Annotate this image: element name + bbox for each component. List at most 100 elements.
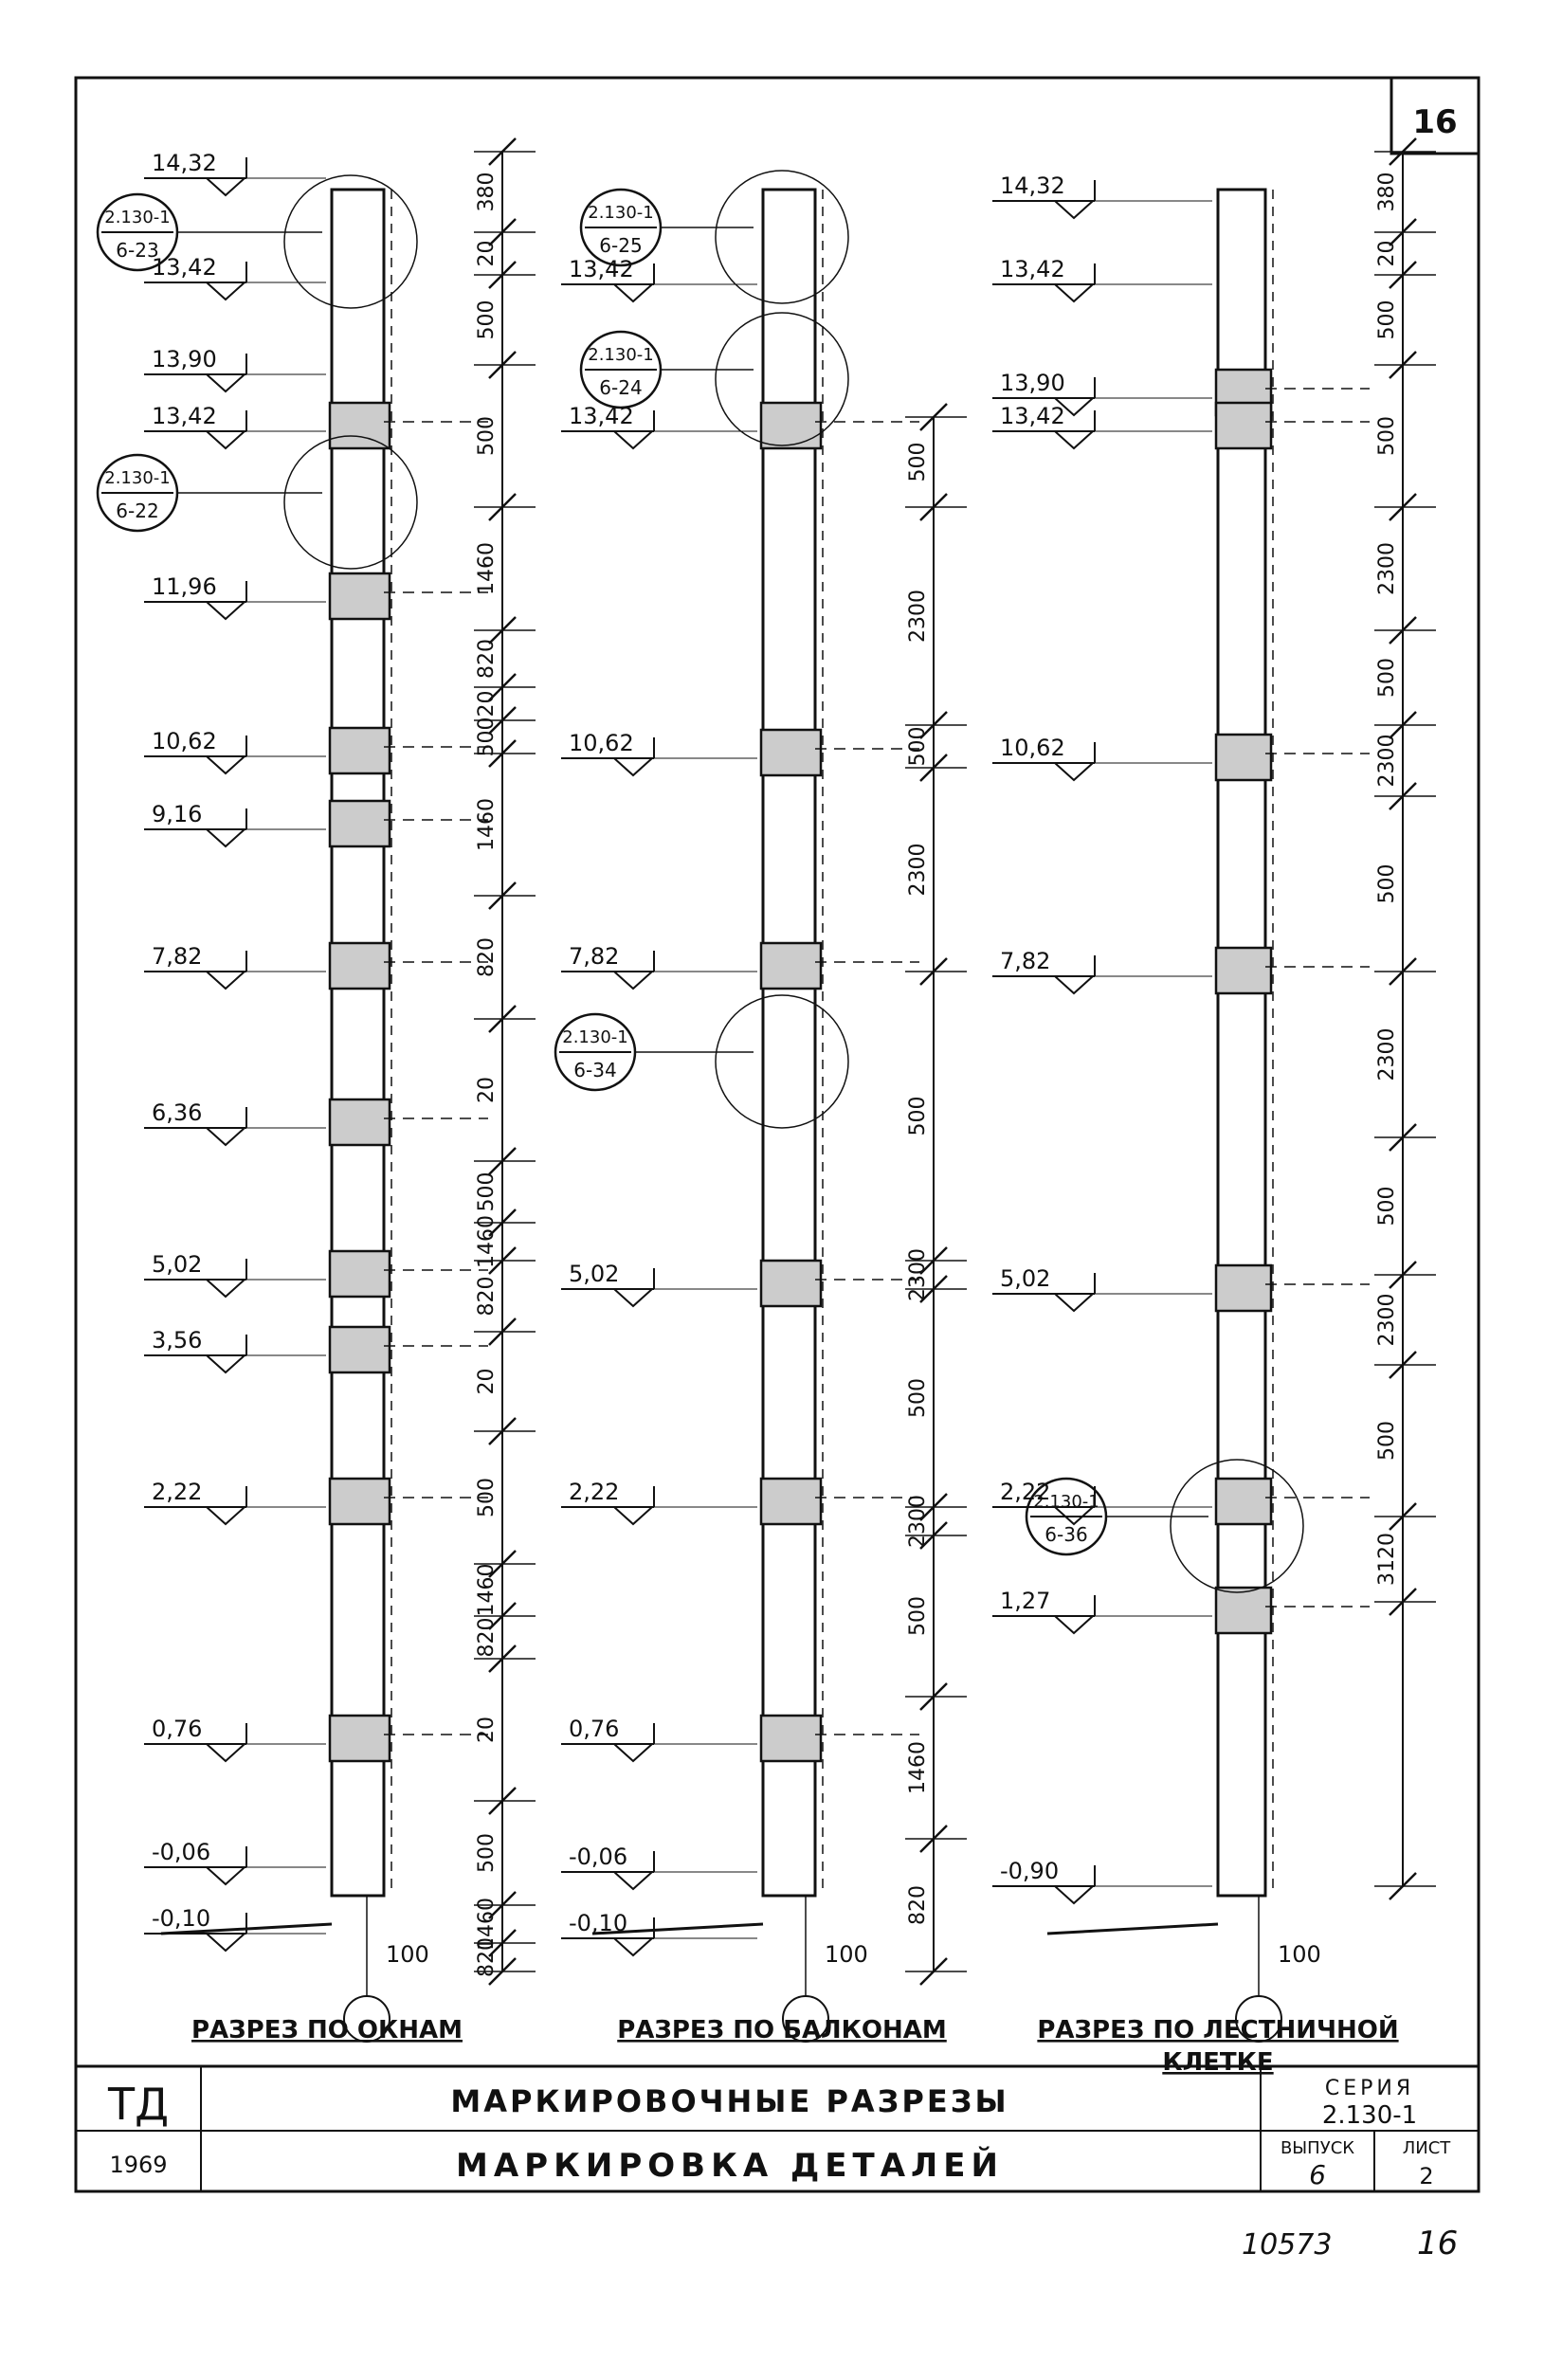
dimension-value: 20 [1375, 241, 1399, 267]
callout-series: 2.130-1 [1033, 1492, 1099, 1512]
level-triangle [206, 1866, 245, 1886]
title-2: МАРКИРОВКА ДЕТАЛЕЙ [456, 2146, 1004, 2185]
callout-detail: 6-23 [116, 239, 158, 262]
wall-section [761, 188, 817, 1898]
level-mark: -0,06 [569, 1844, 627, 1870]
dimension-value: 20 [475, 1369, 499, 1395]
level-mark: -0,90 [1000, 1858, 1059, 1884]
slab-block [328, 726, 391, 775]
slab-block [759, 401, 823, 450]
ground-line [160, 1922, 333, 1935]
dimension-value: 500 [906, 727, 930, 767]
level-triangle [206, 282, 245, 301]
dimension-value: 20 [475, 241, 499, 267]
slab-block [1214, 1263, 1273, 1313]
level-mark: 13,42 [1000, 403, 1065, 429]
level-mark: 2,22 [1000, 1479, 1050, 1505]
level-triangle [613, 1871, 653, 1891]
dimension-value: 500 [1375, 300, 1399, 340]
org-mark: ТД [107, 2079, 169, 2130]
level-mark: 3,56 [152, 1327, 202, 1354]
dimension-value: 500 [1375, 416, 1399, 456]
slab-block [328, 799, 391, 848]
dimension-value: 500 [1375, 1187, 1399, 1226]
dimension-value: 20 [475, 691, 499, 718]
dimension-value: 500 [475, 300, 499, 340]
dimension-value: 2300 [1375, 1294, 1399, 1347]
level-triangle [1054, 397, 1094, 417]
level-triangle [1054, 200, 1094, 220]
level-triangle [613, 283, 653, 303]
sheet-number: 16 [1412, 103, 1457, 141]
issue-label: ВЫПУСК [1281, 2138, 1354, 2158]
dimension-value: 1460 [906, 1741, 930, 1794]
dimension-value: 820 [475, 1618, 499, 1658]
slab-block [328, 1098, 391, 1147]
dimension-value: 500 [906, 1378, 930, 1418]
slab-block [759, 1714, 823, 1763]
callout-detail: 6-34 [573, 1059, 616, 1081]
dimension-value: 820 [475, 937, 499, 977]
level-mark: 13,42 [152, 254, 217, 281]
dimension-value: 500 [1375, 864, 1399, 904]
dimension-value: 2300 [1375, 542, 1399, 595]
slab-block [759, 728, 823, 777]
ground-line [591, 1922, 764, 1935]
dimension-value: 820 [475, 1937, 499, 1977]
callout-series: 2.130-1 [588, 345, 653, 365]
wall-section [330, 188, 386, 1898]
level-mark: 5,02 [1000, 1265, 1050, 1292]
section-title: РАЗРЕЗ ПО ОКНАМ [191, 2016, 463, 2044]
level-mark: 0,76 [569, 1716, 619, 1742]
level-mark: 7,82 [1000, 948, 1050, 974]
level-mark: 9,16 [152, 801, 202, 827]
level-triangle [613, 1743, 653, 1763]
level-triangle [206, 1279, 245, 1299]
level-mark: 6,36 [152, 1099, 202, 1126]
section-stairs: 14,3213,4213,9013,4210,627,825,022,221,2… [992, 137, 1436, 2077]
slab-block [1214, 946, 1273, 995]
wall-section [1216, 188, 1267, 1898]
section-title-line-2: КЛЕТКЕ [1162, 2048, 1273, 2077]
callout-detail: 6-36 [1044, 1523, 1087, 1546]
level-mark: 5,02 [569, 1261, 619, 1287]
level-triangle [206, 601, 245, 621]
level-triangle [613, 1937, 653, 1957]
level-mark: 0,76 [152, 1716, 202, 1742]
callout-detail: 6-24 [599, 376, 642, 399]
slab-block [328, 572, 391, 621]
level-mark: 10,62 [569, 730, 634, 756]
dimension-value: 500 [475, 1172, 499, 1212]
dimension-value: 820 [475, 639, 499, 679]
footer-sheet-number: 16 [1417, 2225, 1458, 2262]
slab-block [759, 1259, 823, 1308]
level-triangle [1054, 975, 1094, 995]
dimension-value: 500 [906, 443, 930, 482]
archive-number: 10573 [1242, 2228, 1332, 2262]
level-triangle [206, 1506, 245, 1526]
detail-zone-circle [715, 994, 849, 1129]
level-mark: 14,32 [152, 150, 217, 176]
slab-block [328, 1477, 391, 1526]
series-label: СЕРИЯ [1325, 2077, 1414, 2100]
dimension-value: 500 [475, 1833, 499, 1873]
level-triangle [206, 1127, 245, 1147]
dimension-value: 1460 [475, 798, 499, 851]
detail-zone-circle [715, 312, 849, 446]
slab-block [328, 941, 391, 990]
dimension-value: 2300 [1375, 1028, 1399, 1081]
dimension-value: 2300 [1375, 735, 1399, 788]
axis-offset: 100 [1278, 1941, 1321, 1968]
dimension-value: 20 [475, 1077, 499, 1103]
level-triangle [1054, 1615, 1094, 1635]
level-mark: -0,06 [152, 1839, 210, 1865]
detail-zone-circle [283, 435, 418, 570]
section-windows: 14,3213,4213,9013,4211,9610,629,167,826,… [96, 137, 536, 2044]
slab-block [328, 1714, 391, 1763]
title-1: МАРКИРОВОЧНЫЕ РАЗРЕЗЫ [450, 2083, 1008, 2119]
series-value: 2.130-1 [1322, 2101, 1417, 2130]
dimension-value: 500 [1375, 658, 1399, 698]
dimension-value: 820 [906, 1885, 930, 1925]
level-triangle [1054, 430, 1094, 450]
level-mark: 13,90 [152, 346, 217, 372]
